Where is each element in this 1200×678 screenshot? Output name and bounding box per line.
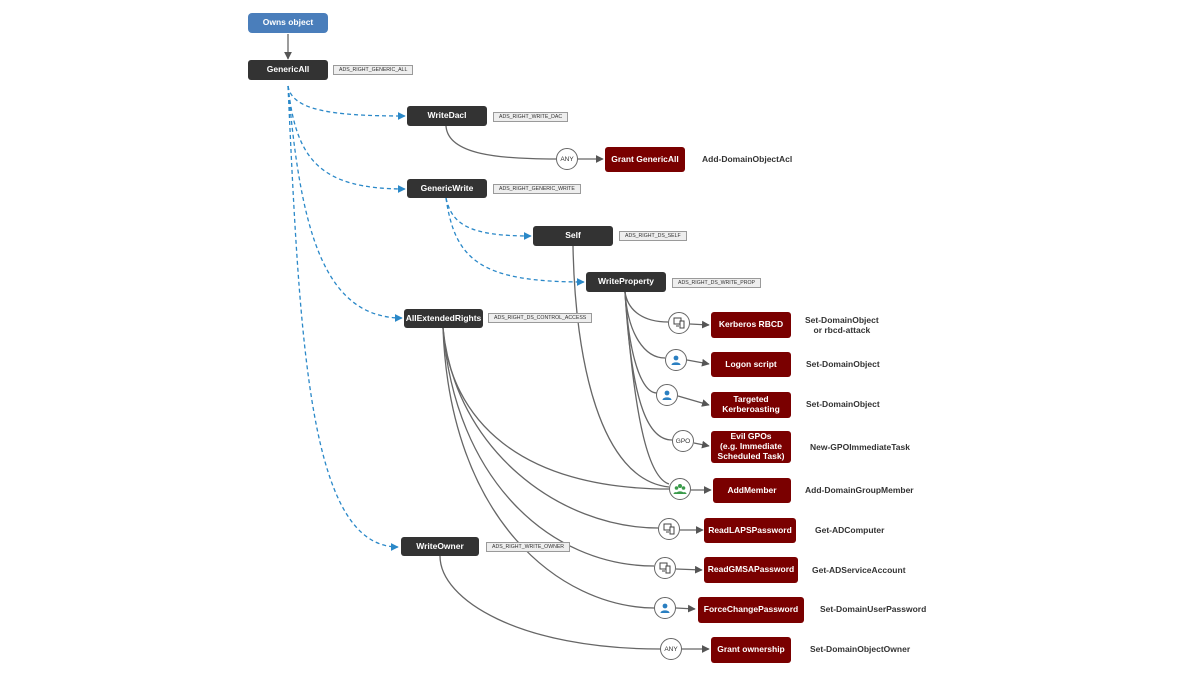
writeowner-node: WriteOwner	[401, 537, 479, 556]
writeproperty-tag: ADS_RIGHT_DS_WRITE_PROP	[672, 278, 761, 288]
edge-gmsa-icon	[675, 565, 703, 574]
forcechangepassword-command: Set-DomainUserPassword	[820, 604, 927, 614]
writedacl-node: WriteDacl	[407, 106, 487, 126]
user-icon	[656, 384, 678, 406]
addmember-command: Add-DomainGroupMember	[805, 485, 914, 495]
edge-genericall-allextended	[287, 85, 403, 322]
owns-object-node: Owns object	[248, 13, 328, 33]
logon-script-command: Set-DomainObject	[806, 359, 880, 369]
edge-genericwrite-writeproperty	[445, 197, 585, 286]
readgmsapassword-node: ReadGMSAPassword	[704, 557, 798, 583]
allextendedrights-tag: ADS_RIGHT_DS_CONTROL_ACCESS	[488, 313, 593, 323]
grant-genericall-node: Grant GenericAll	[605, 147, 685, 172]
command-line-2: or rbcd-attack	[813, 324, 871, 335]
allextendedrights-node: AllExtendedRights	[404, 309, 483, 328]
genericwrite-tag: ADS_RIGHT_GENERIC_WRITE	[493, 184, 581, 194]
genericall-tag: ADS_RIGHT_GENERIC_ALL	[333, 65, 414, 75]
readlapspassword-command: Get-ADComputer	[815, 525, 885, 535]
kerberos-rbcd-node: Kerberos RBCD	[711, 312, 791, 338]
edge-writeproperty-addmember	[624, 291, 670, 485]
grant-genericall-command: Add-DomainObjectAcl	[702, 154, 793, 164]
group-icon	[669, 478, 691, 500]
computer-icon	[658, 518, 680, 540]
self-node: Self	[533, 226, 613, 246]
user-icon	[654, 597, 676, 619]
grant-ownership-node: Grant ownership	[711, 637, 791, 663]
edge-writeproperty-logon	[624, 291, 666, 359]
writeproperty-node: WriteProperty	[586, 272, 666, 292]
edge-writeowner-any	[439, 555, 661, 650]
readlapspassword-node: ReadLAPSPassword	[704, 518, 796, 543]
edge-self-addmember	[572, 245, 670, 488]
genericwrite-node: GenericWrite	[407, 179, 487, 198]
edge-genericwrite-self	[445, 197, 532, 240]
addmember-node: AddMember	[713, 478, 791, 503]
any-circle-writeowner: ANY	[660, 638, 682, 660]
gpo-circle: GPO	[672, 430, 694, 452]
edge-logon-icon	[686, 358, 710, 367]
self-tag: ADS_RIGHT_DS_SELF	[619, 231, 687, 241]
edge-allextended-laps	[442, 327, 659, 529]
edge-genericall-genericwrite	[287, 85, 406, 193]
edge-rbcd-icon	[689, 320, 710, 329]
edge-kerberoast-icon	[677, 395, 710, 407]
edge-allextended-addmember	[442, 327, 670, 490]
any-circle-writedacl: ANY	[556, 148, 578, 170]
writedacl-tag: ADS_RIGHT_WRITE_DAC	[493, 112, 569, 122]
kerberos-rbcd-command: Set-DomainObject or rbcd-attack	[805, 315, 879, 336]
edge-allextended-forcechange	[442, 327, 655, 609]
edge-writedacl-any	[445, 125, 557, 160]
edge-genericall-writeowner	[287, 85, 399, 551]
evil-gpos-command: New-GPOImmediateTask	[810, 442, 910, 452]
writeowner-tag: ADS_RIGHT_WRITE_OWNER	[486, 542, 571, 552]
edge-genericall-writedacl	[287, 85, 406, 120]
edge-allextended-gmsa	[442, 327, 655, 567]
edge-writeproperty-rbcd	[624, 291, 669, 323]
user-icon	[665, 349, 687, 371]
genericall-node: GenericAll	[248, 60, 328, 80]
readgmsapassword-command: Get-ADServiceAccount	[812, 565, 906, 575]
edge-gpo-icon	[693, 440, 710, 449]
targeted-kerberoasting-command: Set-DomainObject	[806, 399, 880, 409]
computer-icon	[668, 312, 690, 334]
logon-script-node: Logon script	[711, 352, 791, 377]
grant-ownership-command: Set-DomainObjectOwner	[810, 644, 911, 654]
command-line-1: Set-DomainObject	[805, 315, 879, 325]
computer-icon	[654, 557, 676, 579]
edge-forcechange-icon	[675, 604, 696, 613]
forcechangepassword-node: ForceChangePassword	[698, 597, 804, 623]
